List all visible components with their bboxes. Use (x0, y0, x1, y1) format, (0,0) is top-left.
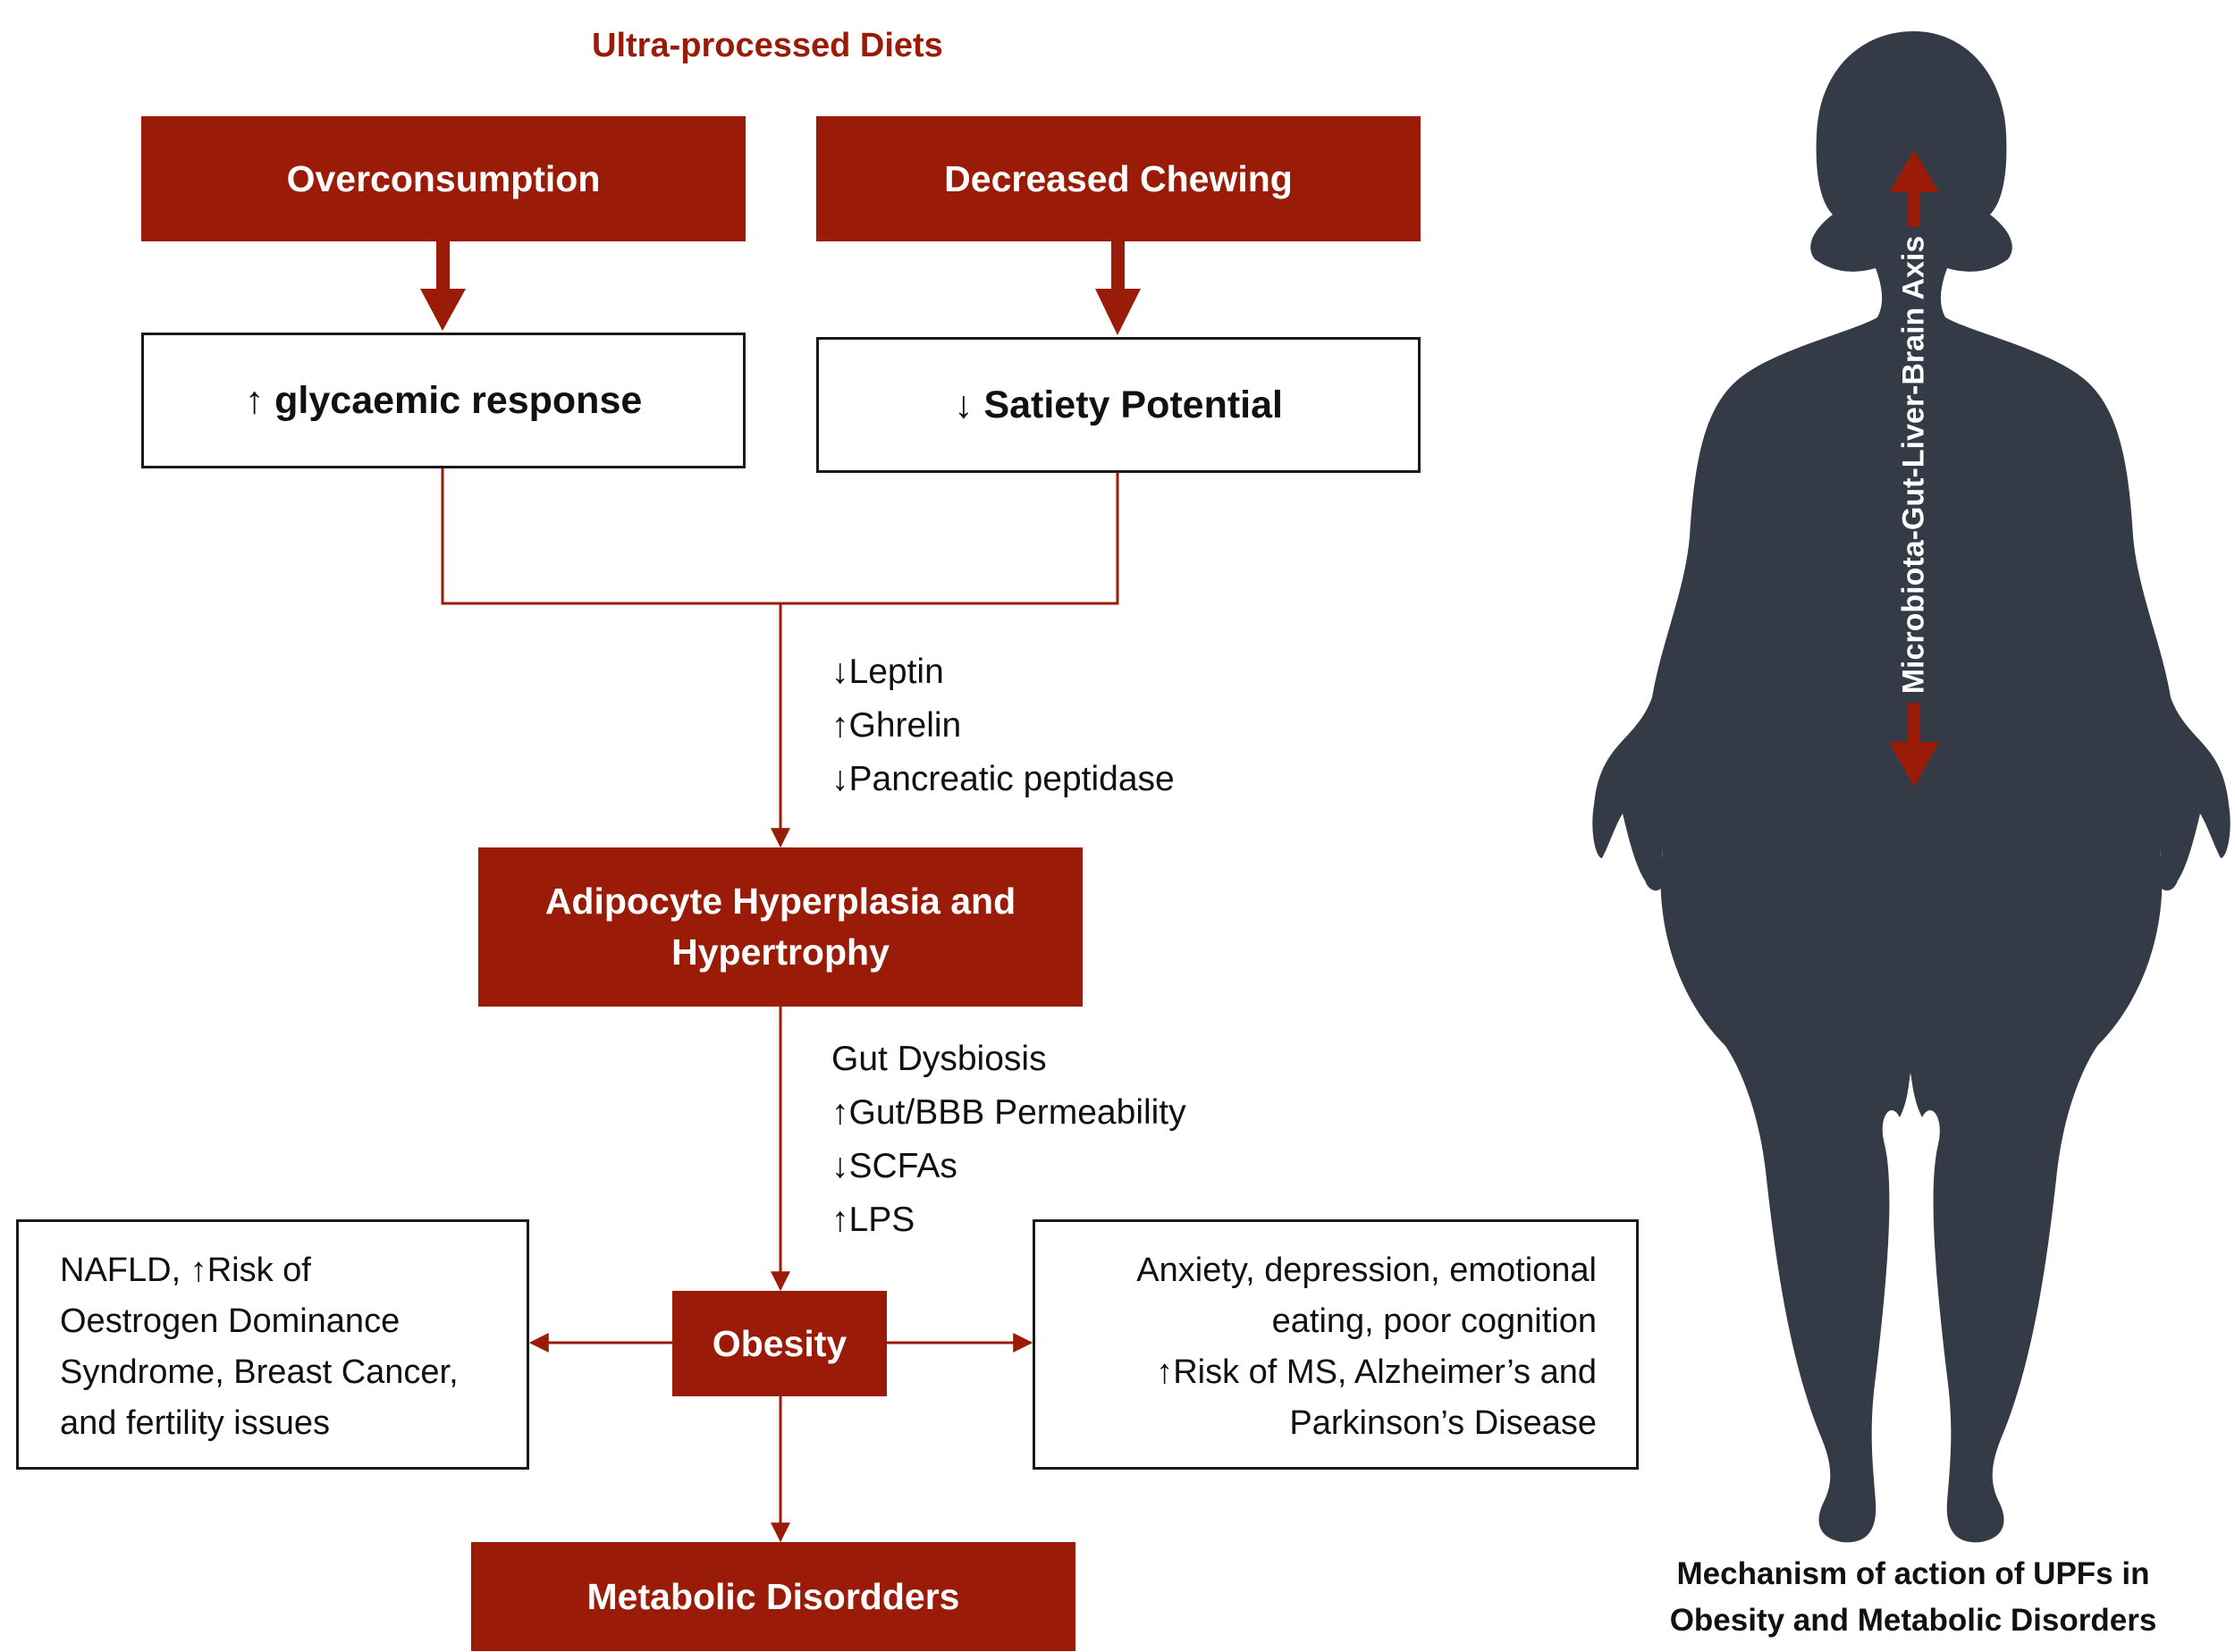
hormone-item: ↑Ghrelin (831, 706, 962, 745)
merge-bracket (441, 468, 1119, 605)
thick-arrow-left (420, 241, 466, 331)
right-outcomes-box: Anxiety, depression, emotional eating, p… (1033, 1219, 1639, 1470)
caption-line: Mechanism of action of UPFs in (1676, 1556, 2150, 1591)
overconsumption-box: Overconsumption (141, 116, 746, 241)
left-outcomes-box: NAFLD, ↑Risk of Oestrogen Dominance Synd… (16, 1219, 529, 1470)
adipocyte-line-2: Hypertrophy (671, 931, 890, 973)
right-outcome-line: ↑Risk of MS, Alzheimer’s and (1156, 1353, 1597, 1391)
figure-caption: Mechanism of action of UPFs in Obesity a… (1627, 1551, 2199, 1644)
obesity-box: Obesity (672, 1291, 887, 1396)
adipocyte-line-1: Adipocyte Hyperplasia and (544, 881, 1016, 922)
human-silhouette (1592, 31, 2231, 1543)
right-outcome-line: Parkinson’s Disease (1289, 1404, 1597, 1442)
diagram-title: Ultra-processed Diets (592, 27, 943, 64)
hormone-list: ↓Leptin ↑Ghrelin ↓Pancreatic peptidase (831, 645, 1175, 806)
gut-effects-list: Gut Dysbiosis ↑Gut/BBB Permeability ↓SCF… (831, 1032, 1186, 1247)
satiety-potential-box: ↓ Satiety Potential (816, 337, 1421, 473)
gut-effect-item: ↑Gut/BBB Permeability (831, 1093, 1186, 1132)
glycaemic-response-box: ↑ glycaemic response (141, 333, 746, 468)
right-outcome-line: eating, poor cognition (1271, 1302, 1597, 1340)
metabolic-disorders-box: Metabolic Disordders (471, 1542, 1075, 1651)
hormone-item: ↓Leptin (831, 653, 944, 691)
adipocyte-box: Adipocyte Hyperplasia and Hypertrophy (478, 847, 1083, 1007)
axis-arrow-top (1889, 150, 1939, 192)
left-outcome-line: Oestrogen Dominance (60, 1302, 401, 1340)
axis-arrow-bottom (1889, 742, 1939, 787)
gut-effect-item: Gut Dysbiosis (831, 1040, 1047, 1078)
thick-arrow-right (1095, 241, 1141, 335)
decreased-chewing-box: Decreased Chewing (816, 116, 1421, 241)
left-outcome-line: NAFLD, ↑Risk of (60, 1252, 311, 1289)
gut-effect-item: ↑LPS (831, 1201, 915, 1239)
left-outcome-line: Syndrome, Breast Cancer, (60, 1353, 459, 1391)
left-outcome-line: and fertility issues (60, 1404, 331, 1442)
gut-effect-item: ↓SCFAs (831, 1147, 957, 1185)
right-outcome-line: Anxiety, depression, emotional (1136, 1252, 1597, 1289)
axis-label: Microbiota-Gut-Liver-Brain Axis (1896, 226, 1932, 704)
hormone-item: ↓Pancreatic peptidase (831, 760, 1175, 798)
caption-line: Obesity and Metabolic Disorders (1669, 1603, 2157, 1638)
